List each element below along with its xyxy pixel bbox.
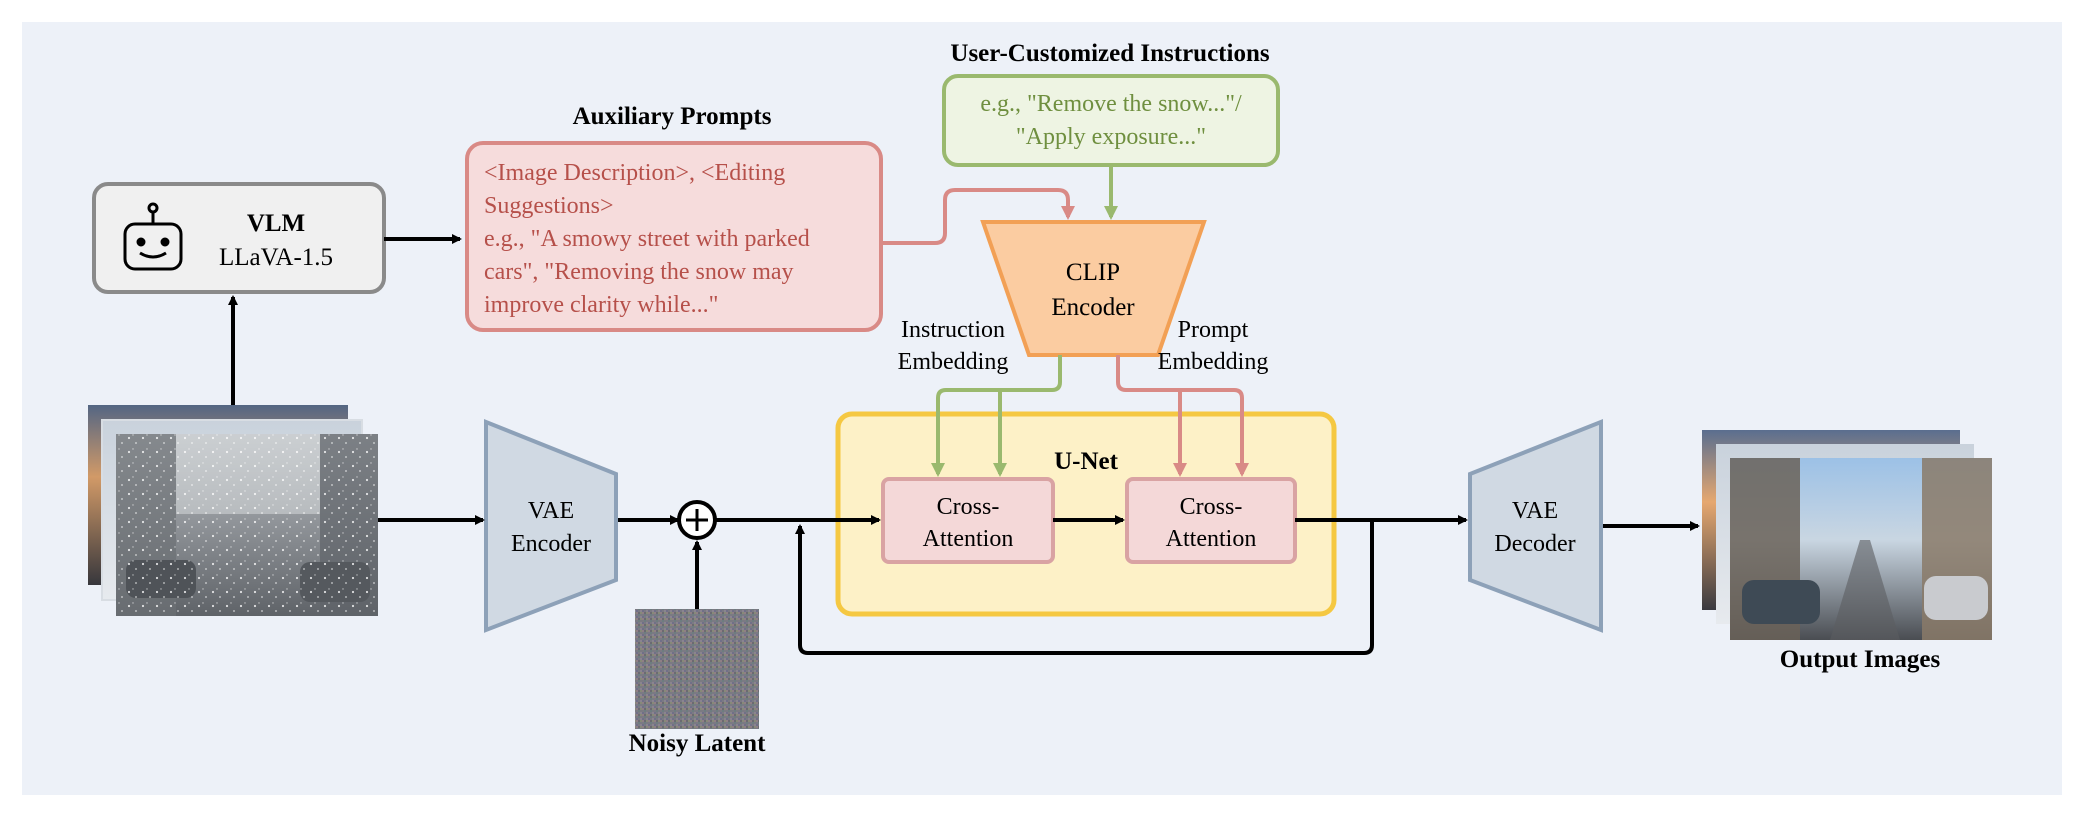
vae-decoder-line-1: VAE <box>1512 498 1558 524</box>
instruction-embedding-line-1: Instruction <box>901 317 1005 343</box>
user-instructions-line-2: "Apply exposure..." <box>1016 124 1206 150</box>
clip-line-2: Encoder <box>1051 294 1135 321</box>
vae-decoder: VAE Decoder <box>1468 419 1603 633</box>
vlm-block: VLM LLaVA-1.5 <box>92 182 386 294</box>
aux-line-4: cars", "Removing the snow may <box>484 259 794 285</box>
black-arrows <box>228 234 1700 655</box>
user-instructions-box: e.g., "Remove the snow..."/ "Apply expos… <box>942 74 1280 167</box>
robot-icon <box>123 202 183 271</box>
arrow-aux-to-clip <box>881 188 1075 245</box>
vae-encoder-line-2: Encoder <box>511 531 591 557</box>
output-images-stack <box>1702 430 1992 640</box>
vae-decoder-line-2: Decoder <box>1494 531 1575 557</box>
cross-attention-2-line-2: Attention <box>1166 526 1257 552</box>
unet-title: U-Net <box>1054 448 1119 475</box>
auxiliary-prompts-box: <Image Description>, <Editing Suggestion… <box>465 141 883 332</box>
aux-line-1: <Image Description>, <Editing <box>484 160 785 186</box>
vlm-title: VLM <box>247 210 305 237</box>
user-instructions-title: User-Customized Instructions <box>950 40 1269 67</box>
prompt-embedding-line-1: Prompt <box>1178 317 1249 343</box>
aux-line-2: Suggestions> <box>484 193 614 219</box>
aux-line-5: improve clarity while..." <box>484 292 718 318</box>
cross-attention-1-line-2: Attention <box>923 526 1014 552</box>
auxiliary-prompts-title: Auxiliary Prompts <box>573 103 772 130</box>
vlm-model: LLaVA-1.5 <box>219 244 333 271</box>
prompt-embedding-line-2: Embedding <box>1158 349 1269 375</box>
output-images-label: Output Images <box>1780 646 1941 673</box>
cross-attention-2-line-1: Cross- <box>1180 494 1243 520</box>
clip-line-1: CLIP <box>1066 259 1120 286</box>
red-arrows <box>881 188 1249 477</box>
clip-encoder: CLIP Encoder <box>980 220 1207 357</box>
aux-line-3: e.g., "A smowy street with parked <box>484 226 810 252</box>
noisy-latent-image <box>635 609 759 729</box>
noisy-latent-label: Noisy Latent <box>629 730 766 757</box>
vae-encoder: VAE Encoder <box>484 419 618 633</box>
cross-attention-1-line-1: Cross- <box>937 494 1000 520</box>
green-arrows <box>931 165 1118 477</box>
input-images-stack <box>88 405 378 616</box>
vlm-box <box>92 182 386 294</box>
sum-node <box>677 500 717 540</box>
loop-arrow <box>795 520 1374 655</box>
user-instructions-line-1: e.g., "Remove the snow..."/ <box>980 91 1242 117</box>
vae-encoder-line-1: VAE <box>528 498 574 524</box>
unet-block: U-Net Cross- Attention Cross- Attention <box>835 411 1337 617</box>
instruction-embedding-line-2: Embedding <box>898 349 1009 375</box>
